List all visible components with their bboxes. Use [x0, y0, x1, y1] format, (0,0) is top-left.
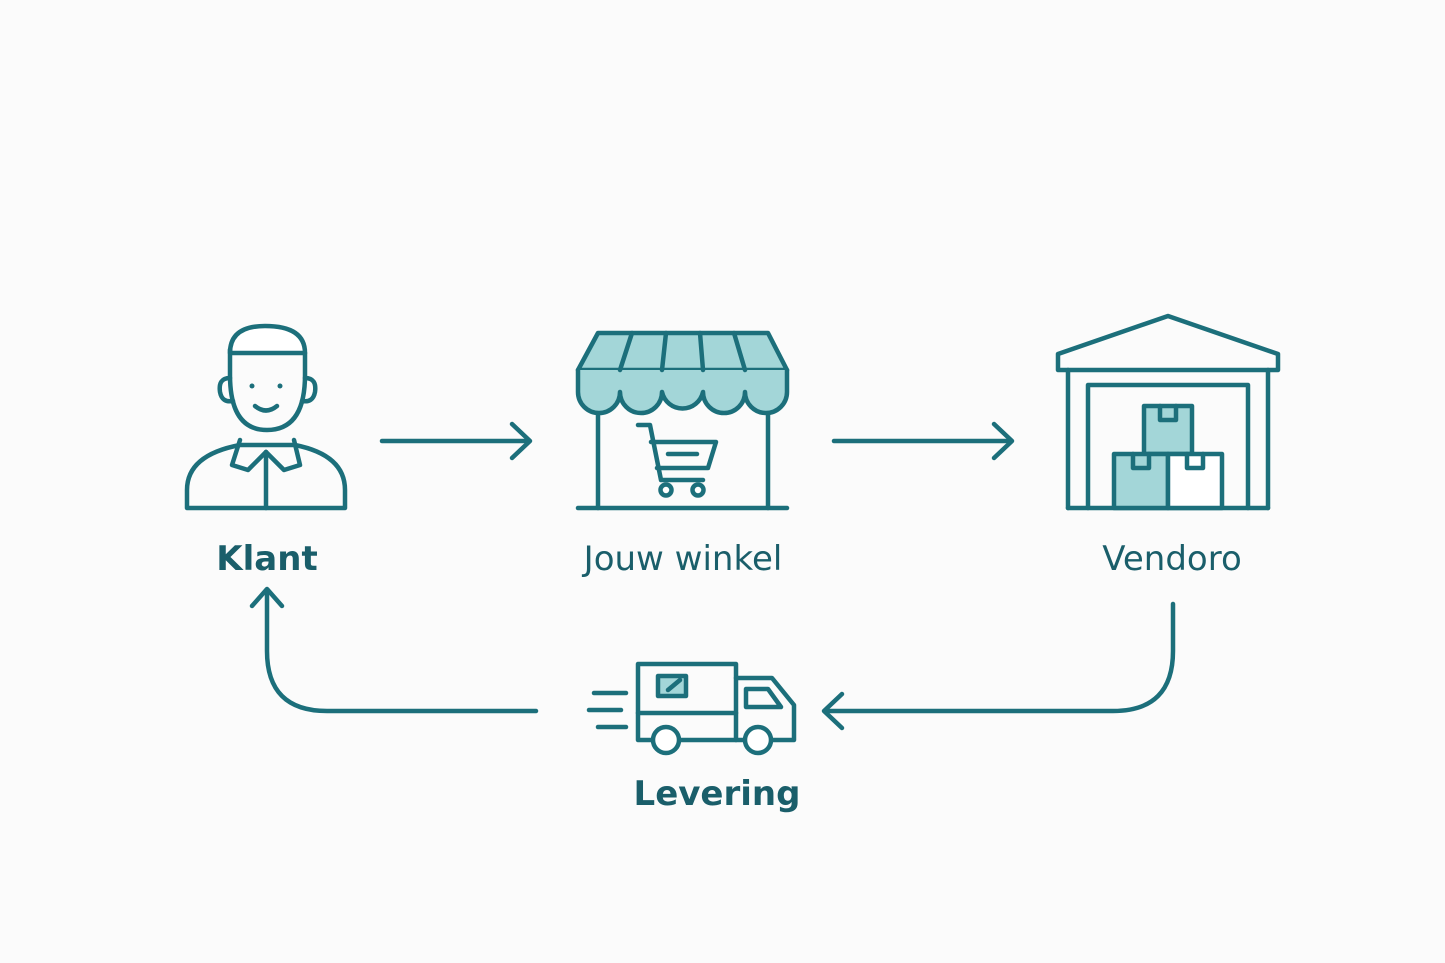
arrow-vendoro-to-levering — [821, 601, 1176, 731]
shop-cart-icon — [575, 330, 790, 511]
node-label-vendoro: Vendoro — [1102, 539, 1242, 579]
arrow-klant-to-winkel — [379, 421, 533, 461]
arrow-winkel-to-vendoro — [831, 421, 1015, 461]
node-label-klant: Klant — [216, 539, 318, 579]
node-label-levering: Levering — [633, 774, 801, 814]
arrow-levering-to-klant — [249, 586, 539, 714]
customer-icon — [184, 323, 348, 511]
warehouse-icon — [1055, 313, 1281, 511]
delivery-truck-icon — [586, 661, 797, 756]
node-label-jouw-winkel: Jouw winkel — [583, 539, 783, 579]
